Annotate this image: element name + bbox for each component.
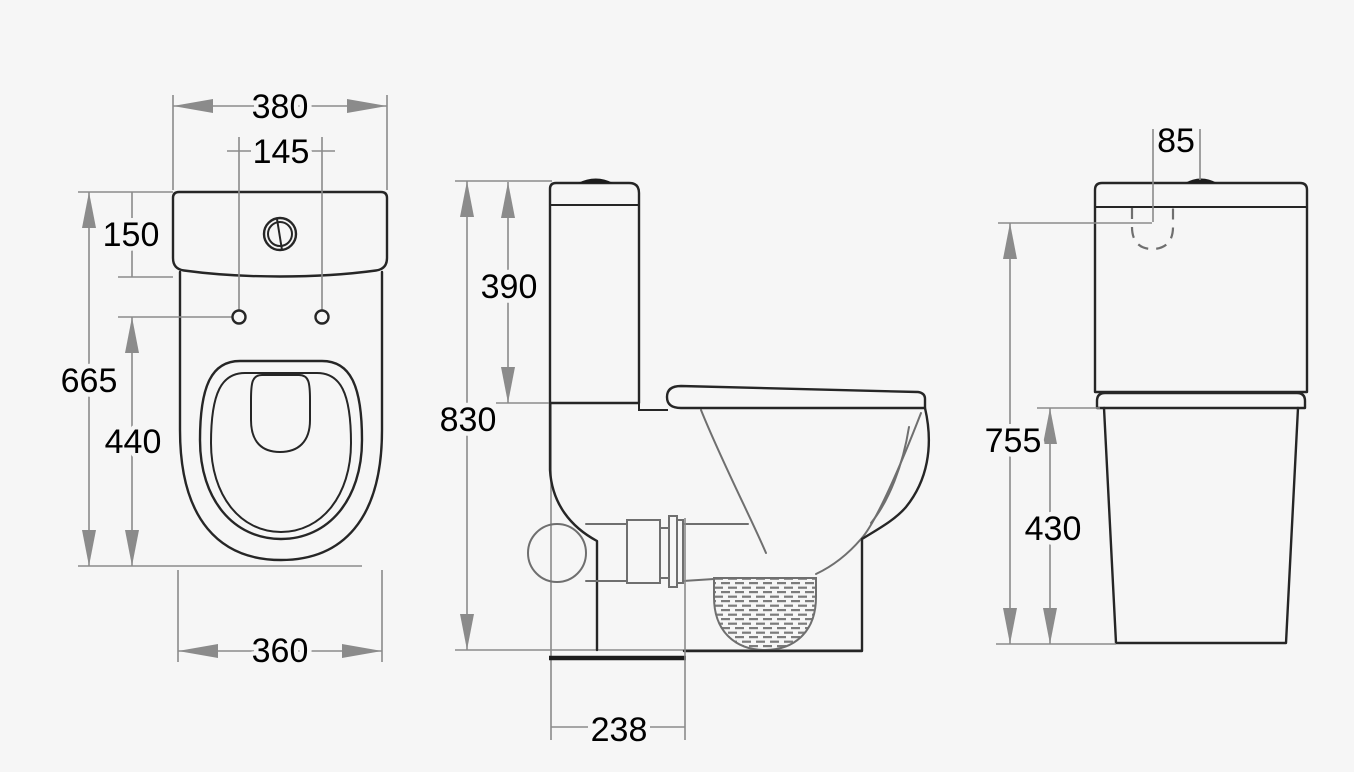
plan-dimensions bbox=[78, 95, 388, 662]
pedestal-outline bbox=[548, 401, 599, 652]
dim-bowl-width-label: 360 bbox=[252, 632, 309, 670]
flush-button-split-line bbox=[276, 218, 283, 251]
flush-button-front bbox=[1185, 178, 1217, 183]
bowl-inner-funnel-right bbox=[815, 412, 922, 575]
arrow-right-icon bbox=[342, 644, 382, 658]
dim-cistern-depth-label: 150 bbox=[103, 216, 160, 254]
arrow-down-icon bbox=[82, 530, 96, 566]
bowl-side-outline bbox=[682, 406, 931, 653]
dim-overall-height-label: 830 bbox=[440, 401, 497, 439]
bowl-inner-funnel-left bbox=[700, 409, 767, 554]
arrow-up-icon bbox=[82, 192, 96, 228]
dim-cistern-width-label: 380 bbox=[252, 88, 309, 126]
arrow-up-icon bbox=[460, 181, 474, 217]
seat-outer-ring bbox=[198, 359, 364, 541]
front-view: 85 755 430 bbox=[980, 118, 1309, 645]
dim-overall-depth-label: 665 bbox=[61, 362, 118, 400]
hinge-hole-right bbox=[314, 309, 330, 325]
side-view: 390 830 238 bbox=[435, 178, 931, 754]
button-well-hidden-line bbox=[1130, 208, 1175, 251]
dim-inlet-height-label: 755 bbox=[985, 422, 1042, 460]
arrow-down-icon bbox=[460, 614, 474, 650]
flush-button-inner bbox=[267, 221, 293, 247]
arrow-left-icon bbox=[178, 644, 218, 658]
seat-side-outline bbox=[665, 384, 927, 410]
arrow-up-icon bbox=[1003, 223, 1017, 259]
cistern-front-outline bbox=[1093, 181, 1309, 394]
trap-water bbox=[713, 577, 817, 652]
arrow-up-icon bbox=[125, 317, 139, 353]
outlet-valve-body bbox=[626, 519, 661, 584]
dim-hinge-spacing-label: 145 bbox=[253, 133, 310, 171]
arrow-right-icon bbox=[347, 99, 387, 113]
seat-front-outline bbox=[1095, 391, 1307, 410]
arrow-down-icon bbox=[501, 367, 515, 403]
side-dimensions bbox=[455, 180, 686, 740]
plan-view: 380 145 150 665 440 360 bbox=[56, 84, 389, 675]
bowl-opening bbox=[250, 374, 311, 454]
dim-cistern-height-label: 390 bbox=[481, 268, 538, 306]
front-dimensions bbox=[998, 129, 1201, 644]
seat-inner-ring bbox=[209, 372, 353, 534]
dim-outlet-projection-label: 238 bbox=[591, 711, 648, 749]
outlet-flange bbox=[668, 515, 678, 588]
dim-seat-height-label: 430 bbox=[1025, 510, 1082, 548]
bowl-inner-wall bbox=[870, 426, 910, 524]
arrow-up-icon bbox=[1043, 408, 1057, 444]
bowl-body-outline bbox=[178, 270, 384, 562]
arrow-down-icon bbox=[1003, 608, 1017, 644]
hinge-hole-left bbox=[231, 309, 247, 325]
outlet-pipe-end bbox=[527, 523, 587, 583]
cistern-seat-ledge bbox=[638, 403, 668, 411]
arrow-left-icon bbox=[173, 99, 213, 113]
arrow-down-icon bbox=[125, 530, 139, 566]
cistern-side-outline bbox=[548, 181, 641, 405]
dim-button-width-label: 85 bbox=[1157, 122, 1195, 160]
bowl-front-outline bbox=[1102, 406, 1300, 645]
dim-hinge-to-front-label: 440 bbox=[105, 423, 162, 461]
arrow-down-icon bbox=[1043, 608, 1057, 644]
arrow-up-icon bbox=[501, 182, 515, 218]
waste-outlet-assembly bbox=[527, 515, 749, 588]
flush-button-side bbox=[578, 178, 613, 183]
